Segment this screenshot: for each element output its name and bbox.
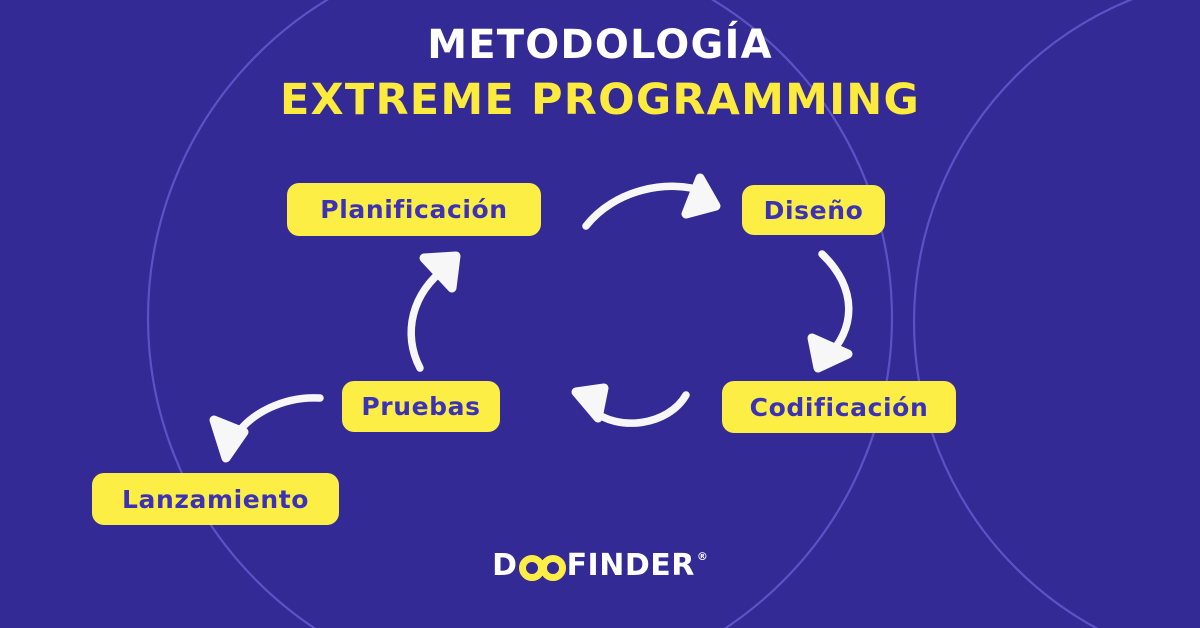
logo-registered-mark: ® bbox=[696, 550, 708, 563]
node-label-lanzamiento: Lanzamiento bbox=[121, 484, 310, 514]
node-diseno[interactable]: Diseño bbox=[742, 185, 885, 235]
node-pruebas[interactable]: Pruebas bbox=[342, 381, 500, 432]
node-codificacion[interactable]: Codificación bbox=[722, 381, 956, 433]
title-line-metodologia: METODOLOGÍA bbox=[427, 22, 773, 68]
logo-ring-right bbox=[539, 554, 566, 581]
title-line-extreme-programming: EXTREME PROGRAMMING bbox=[279, 75, 920, 126]
node-label-codificacion: Codificación bbox=[749, 392, 929, 422]
node-label-pruebas: Pruebas bbox=[361, 392, 481, 421]
node-label-diseno: Diseño bbox=[763, 195, 864, 225]
node-lanzamiento[interactable]: Lanzamiento bbox=[92, 473, 339, 525]
logo-text-d: D bbox=[492, 548, 518, 583]
decor-circle-large bbox=[913, 0, 1134, 628]
logo-infinity-icon bbox=[518, 551, 566, 581]
node-label-planificacion: Planificación bbox=[320, 195, 508, 224]
logo-inner: D FINDER ® bbox=[492, 548, 708, 583]
page-title: METODOLOGÍA EXTREME PROGRAMMING bbox=[0, 22, 1200, 126]
decor-circle-small bbox=[147, 0, 893, 628]
doofinder-logo: D FINDER ® bbox=[0, 548, 1200, 583]
logo-text-finder: FINDER bbox=[566, 548, 695, 583]
node-planificacion[interactable]: Planificación bbox=[287, 183, 541, 236]
